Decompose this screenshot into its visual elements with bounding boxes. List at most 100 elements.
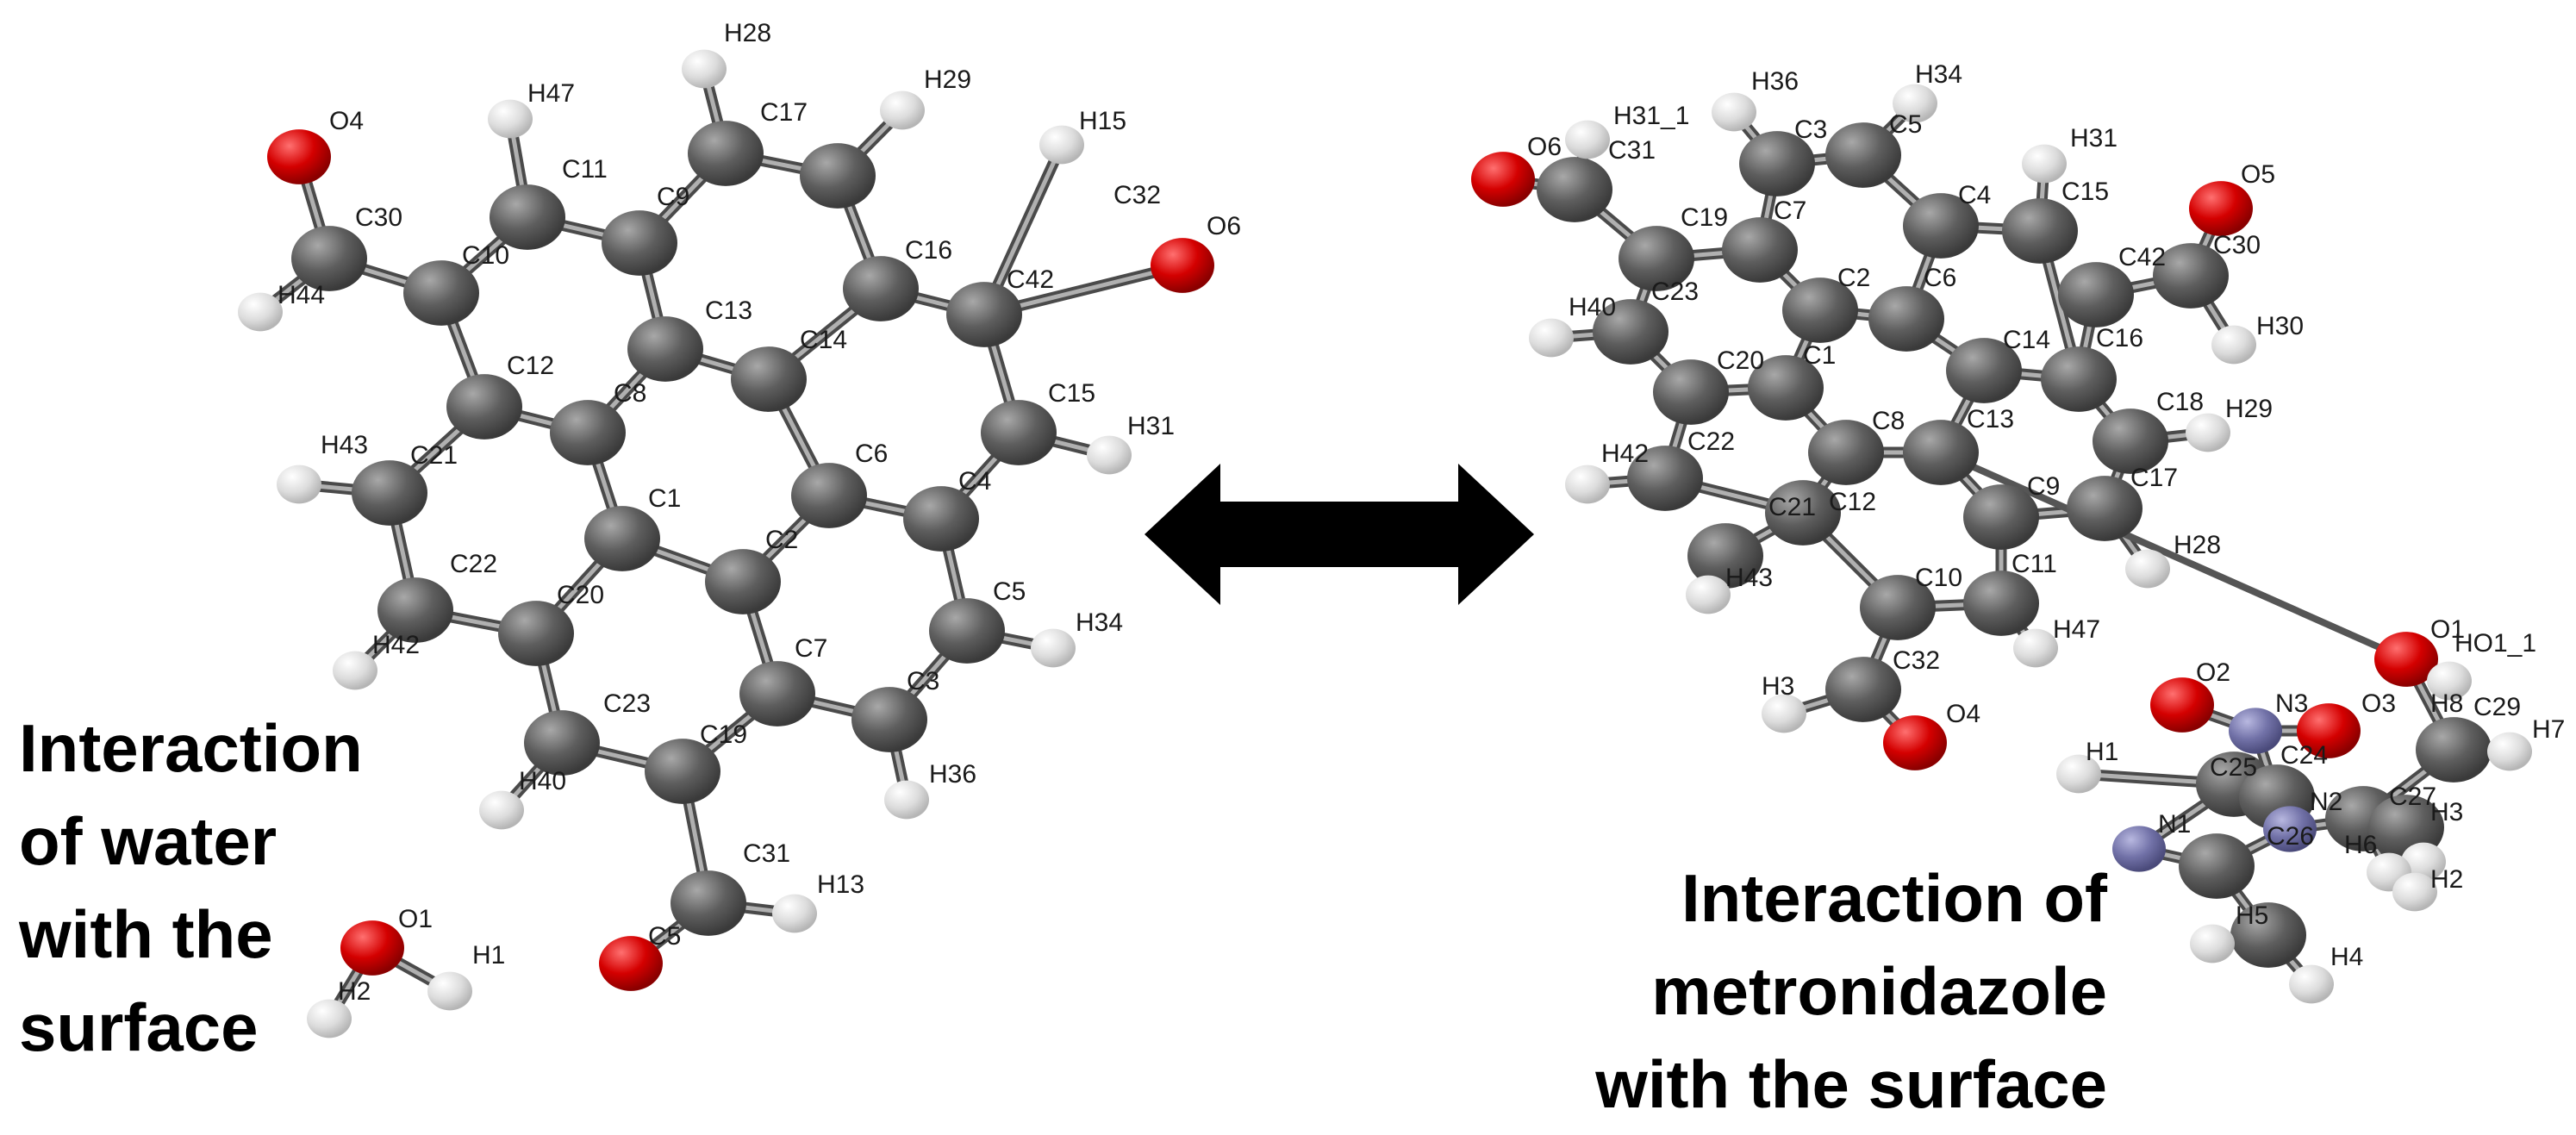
- caption-line: with the: [19, 896, 273, 972]
- surface-left-atom-c: [946, 282, 1022, 347]
- right-surface-atom-label: C31: [1608, 136, 1656, 165]
- surface-right-atom-c: [2058, 262, 2134, 327]
- right-surface-atom-label: C21: [1768, 493, 1816, 521]
- surface-left-atom-c: [843, 256, 919, 321]
- right-surface-atom-label: C14: [2003, 326, 2050, 354]
- left-molecule-atom-label: C2: [765, 526, 798, 554]
- right-surface-atom-label: H31_1: [1613, 102, 1689, 130]
- right-surface-atom-label: C12: [1829, 488, 1876, 516]
- right-surface-atom-label: C9: [2027, 472, 2060, 501]
- interaction-line: [1939, 449, 2408, 663]
- surface-left-atom-h: [1031, 628, 1076, 668]
- right-surface-atom-label: C19: [1681, 203, 1728, 232]
- left-molecule-atom-label: H43: [321, 431, 368, 459]
- right-surface-atom-label: C6: [1924, 264, 1956, 292]
- surface-left-atom-h: [479, 790, 524, 830]
- right-surface-atom-label: H28: [2174, 531, 2221, 559]
- right-surface-atom-label: C20: [1717, 346, 1764, 375]
- surface-left-atom-c: [645, 739, 720, 804]
- left-molecule-atom-label: C13: [705, 296, 752, 325]
- metronidazole-atom-label: C24: [2280, 741, 2328, 770]
- surface-right-atom-h: [2022, 144, 2067, 184]
- surface-right-atom-c: [1782, 278, 1858, 343]
- surface-left-atom-c: [498, 601, 574, 666]
- metronidazole-atom-h: [2056, 754, 2101, 794]
- left-molecule-atom-label: C1: [648, 484, 681, 513]
- caption-line: surface: [19, 989, 259, 1065]
- left-molecule-atom-label: C23: [603, 689, 651, 718]
- right-surface-atom-label: H40: [1569, 293, 1616, 321]
- right-surface-atom-label: C8: [1872, 407, 1905, 435]
- surface-right-atom-c: [1748, 355, 1824, 421]
- left-molecule-atom-label: H15: [1079, 107, 1126, 135]
- surface-left-atom-c: [550, 400, 626, 465]
- water-atom-label: H2: [338, 977, 371, 1006]
- surface-left-atom-c: [903, 486, 979, 552]
- right-surface-atom-label: O6: [1527, 133, 1562, 161]
- left-molecule-atom-label: C10: [462, 241, 509, 270]
- metronidazole-atom-label: C29: [2473, 693, 2521, 721]
- surface-left-atom-o: [1151, 238, 1214, 293]
- surface-right-atom-c: [1903, 420, 1979, 485]
- right-surface-atom-label: C17: [2130, 464, 2178, 492]
- left-molecule-atom-label: C9: [657, 183, 689, 211]
- surface-left-atom-h: [333, 651, 377, 690]
- water-atom-label: O1: [398, 905, 433, 933]
- surface-right-atom-h: [2186, 413, 2230, 452]
- water-atom-h: [307, 999, 352, 1038]
- metronidazole-atom-label: H2: [2430, 865, 2463, 894]
- surface-right-atom-c: [1946, 338, 2022, 403]
- metronidazole-atom-label: H3: [2430, 798, 2463, 826]
- surface-right-atom-o: [2189, 181, 2253, 236]
- left-molecule-atom-label: H40: [519, 767, 566, 795]
- surface-right-atom-c: [1619, 226, 1694, 291]
- surface-right-atom-h: [2125, 549, 2170, 589]
- metronidazole-atom-c: [2179, 833, 2255, 899]
- surface-right-atom-c: [1963, 571, 2039, 636]
- surface-right-atom-c: [1808, 420, 1884, 485]
- surface-right-atom-c: [1860, 575, 1936, 640]
- metronidazole-atom-label: N3: [2275, 689, 2308, 718]
- left-molecule-atom-label: C30: [355, 203, 402, 232]
- right-surface-atom-label: H31: [2070, 124, 2118, 153]
- surface-left-atom-c: [739, 661, 815, 727]
- left-molecule-atom-label: C42: [1007, 265, 1054, 294]
- right-surface-atom-label: H36: [1751, 67, 1799, 96]
- left-molecule-atom-label: H13: [817, 870, 864, 899]
- surface-left-atom-c: [446, 374, 522, 440]
- surface-left-atom-c: [584, 506, 660, 571]
- surface-left-atom-h: [772, 894, 817, 933]
- surface-left-atom-h: [238, 292, 283, 332]
- left-molecule-atom-label: C15: [1048, 379, 1095, 408]
- left-molecule-atom-label: C8: [614, 379, 646, 408]
- surface-left-atom-c: [981, 400, 1057, 465]
- left-molecule-atom-label: O4: [329, 107, 364, 135]
- metronidazole-atom-n: [2112, 826, 2166, 872]
- metronidazole-atom-n: [2229, 708, 2282, 754]
- surface-left-atom-h: [682, 49, 727, 89]
- metronidazole-atom-c: [2416, 717, 2492, 783]
- left-molecule-atom-label: C22: [450, 550, 497, 578]
- surface-left-atom-h: [884, 780, 929, 820]
- surface-right-atom-h: [1565, 465, 1610, 504]
- surface-left-atom-c: [602, 210, 677, 276]
- left-molecule-atom-label: C32: [1113, 181, 1161, 209]
- metronidazole-atom-h: [2190, 924, 2235, 964]
- left-molecule-atom-label: H29: [924, 65, 971, 94]
- surface-left-atom-c: [791, 463, 867, 528]
- left-molecule-atom-label: C21: [410, 441, 458, 470]
- metronidazole-atom-label: O2: [2196, 658, 2230, 687]
- right-surface-atom-label: C32: [1893, 646, 1940, 675]
- water-atom-h: [427, 971, 472, 1011]
- surface-left-atom-c: [490, 184, 565, 250]
- left-molecule-atom-label: C7: [795, 634, 827, 663]
- surface-left-atom-c: [627, 316, 703, 382]
- metronidazole-atom-h: [2289, 964, 2334, 1004]
- right-surface-atom-label: C15: [2061, 178, 2109, 206]
- right-surface-atom-label: C30: [2213, 231, 2261, 259]
- left-molecule-atom-label: C20: [557, 581, 604, 609]
- metronidazole-atom-label: H1: [2086, 738, 2118, 766]
- metronidazole-atom-o: [2297, 703, 2361, 758]
